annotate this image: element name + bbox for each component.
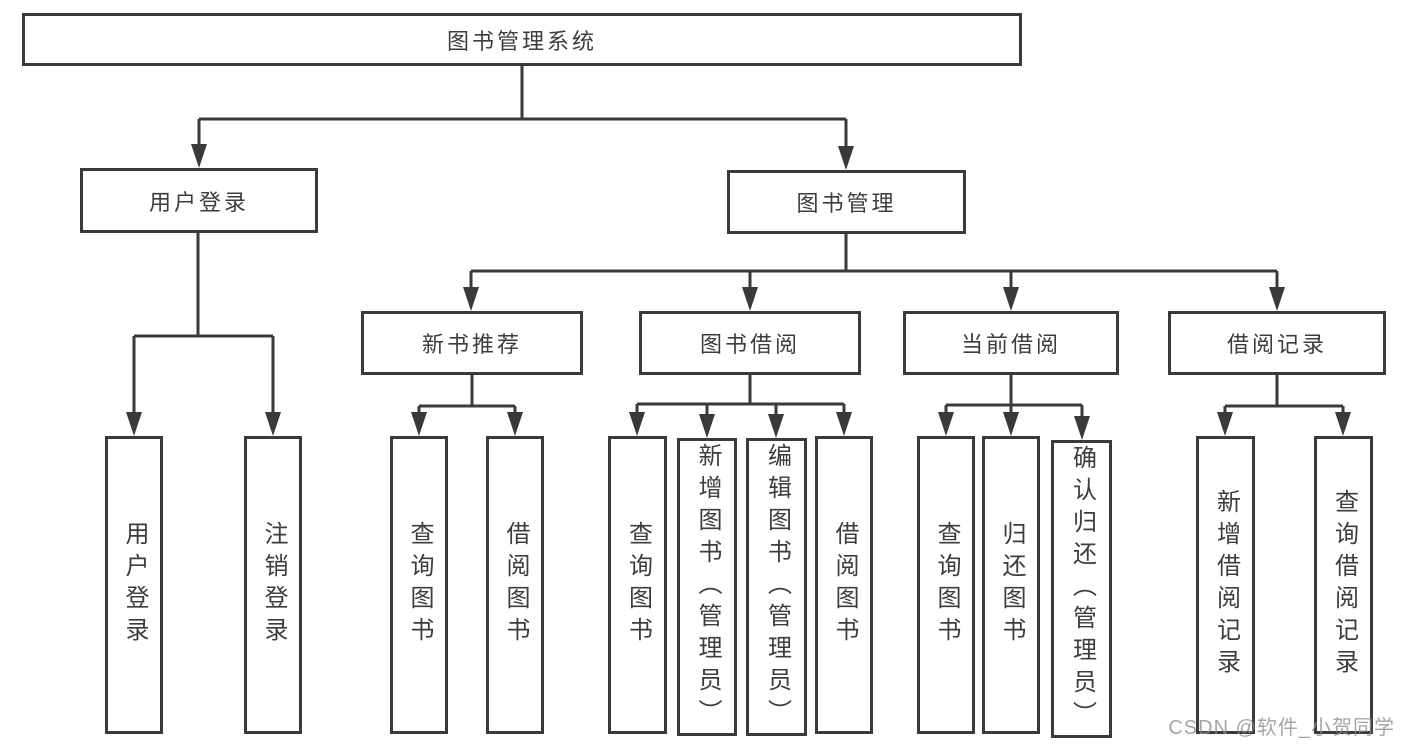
csdn-watermark: CSDN @软件_小贺同学 (1168, 717, 1395, 739)
arrow-down-icons (126, 144, 1351, 440)
leaf-user-login: 用户登录 (105, 436, 163, 734)
leaf-recommend-borrow-books-label: 借阅图书 (502, 521, 529, 649)
node-borrow-records: 借阅记录 (1168, 311, 1386, 375)
node-user-login: 用户登录 (80, 168, 318, 233)
node-book-borrowing-label: 图书借阅 (699, 332, 800, 357)
leaf-return-books: 归还图书 (982, 436, 1040, 734)
node-current-borrowing: 当前借阅 (903, 311, 1119, 375)
leaf-borrowing-query-books: 查询图书 (608, 436, 667, 734)
leaf-add-borrow-record: 新增借阅记录 (1196, 436, 1255, 734)
node-borrow-records-label: 借阅记录 (1226, 332, 1327, 357)
leaf-add-books-admin: 新增图书（管理员） (677, 438, 737, 736)
leaf-confirm-return-admin-label: 确认归还（管理员） (1068, 445, 1096, 733)
node-root: 图书管理系统 (22, 13, 1022, 66)
leaf-recommend-query-books-label: 查询图书 (406, 521, 433, 649)
leaf-borrowing-borrow-books-label: 借阅图书 (831, 521, 858, 649)
leaf-borrowing-borrow-books: 借阅图书 (815, 436, 873, 734)
leaf-add-borrow-record-label: 新增借阅记录 (1212, 489, 1240, 681)
node-book-management-label: 图书管理 (796, 191, 897, 216)
leaf-logout-label: 注销登录 (260, 521, 287, 649)
leaf-borrowing-query-books-label: 查询图书 (624, 521, 652, 649)
node-book-borrowing: 图书借阅 (639, 311, 861, 375)
leaf-return-books-label: 归还图书 (998, 521, 1025, 649)
leaf-edit-books-admin: 编辑图书（管理员） (746, 438, 807, 736)
leaf-query-borrow-record: 查询借阅记录 (1314, 436, 1373, 734)
leaf-current-query-books: 查询图书 (917, 436, 975, 734)
node-user-login-label: 用户登录 (148, 189, 249, 215)
leaf-confirm-return-admin: 确认归还（管理员） (1051, 440, 1112, 738)
leaf-recommend-borrow-books: 借阅图书 (486, 436, 544, 734)
leaf-edit-books-admin-label: 编辑图书（管理员） (763, 443, 791, 731)
leaf-query-borrow-record-label: 查询借阅记录 (1330, 489, 1358, 681)
leaf-add-books-admin-label: 新增图书（管理员） (694, 443, 721, 731)
leaf-logout: 注销登录 (244, 436, 302, 734)
leaf-recommend-query-books: 查询图书 (390, 436, 448, 734)
node-new-book-recommend: 新书推荐 (361, 311, 583, 375)
node-new-book-recommend-label: 新书推荐 (421, 332, 522, 357)
leaf-current-query-books-label: 查询图书 (933, 521, 960, 649)
node-root-label: 图书管理系统 (446, 28, 597, 54)
node-current-borrowing-label: 当前借阅 (960, 332, 1061, 357)
node-book-management: 图书管理 (727, 170, 966, 234)
leaf-user-login-label: 用户登录 (121, 521, 148, 649)
